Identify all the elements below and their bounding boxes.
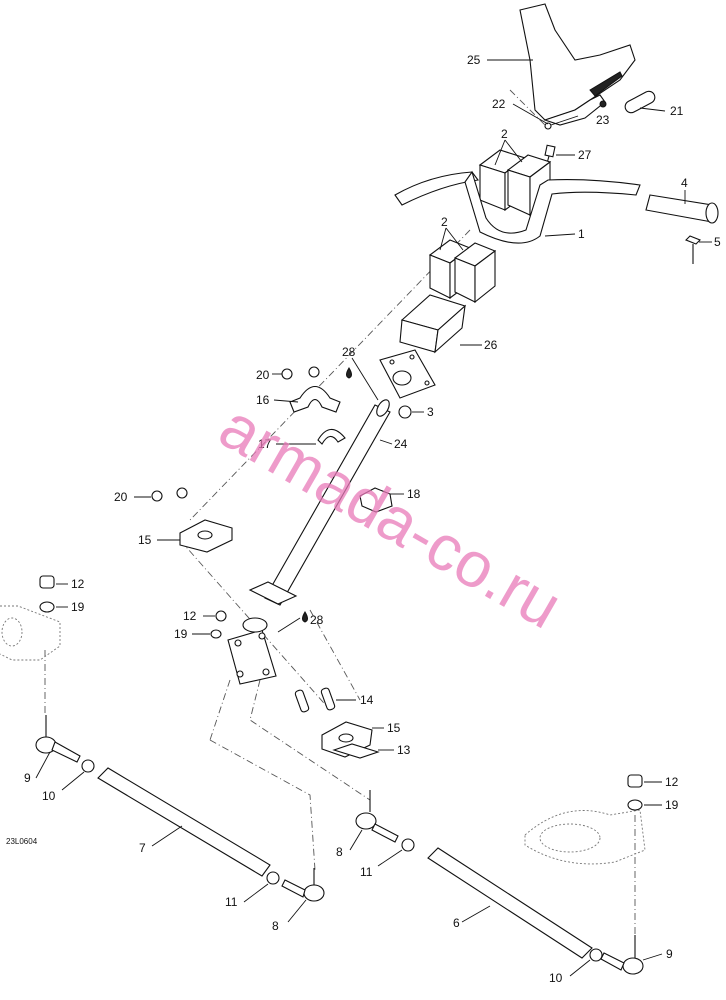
part-27-bolt [542, 144, 575, 179]
callout-3: 3 [427, 405, 434, 419]
callout-15-upper: 15 [138, 533, 152, 547]
callout-15-lower: 15 [387, 721, 401, 735]
callout-8-lower: 8 [272, 919, 279, 933]
callout-10-left: 10 [42, 789, 56, 803]
part-10-nut-left [61, 759, 95, 791]
part-20-nuts-lower [134, 487, 188, 502]
callout-12-right: 12 [665, 775, 679, 789]
callout-labels: 25 22 23 21 2 27 4 1 5 2 26 28 20 16 3 1… [24, 53, 721, 985]
callout-9-right: 9 [666, 947, 673, 961]
callout-8-center: 8 [336, 845, 343, 859]
callout-20-lower: 20 [114, 490, 128, 504]
part-12-nut-mid [203, 610, 227, 622]
part-14-pins [294, 687, 356, 713]
callout-19-mid: 19 [174, 627, 188, 641]
column-lower-plate [227, 581, 298, 685]
drawing-code: 23L0604 [6, 837, 38, 846]
callout-12-left: 12 [71, 577, 85, 591]
part-19-washer-right [627, 799, 662, 811]
part-7-tie-rod-left [97, 767, 271, 877]
part-12-nut-left [39, 575, 68, 589]
part-28-grease-point-upper [346, 357, 379, 401]
callout-16: 16 [256, 393, 270, 407]
column-top-plate [379, 349, 436, 399]
part-20-nuts-upper [272, 366, 320, 380]
right-frame-bracket [524, 809, 646, 865]
part-12-nut-right [627, 774, 662, 788]
part-22-screw [512, 103, 579, 130]
watermark: armada-co.ru [208, 390, 574, 643]
callout-26: 26 [484, 338, 498, 352]
callout-21: 21 [670, 104, 684, 118]
part-25-handlebar-pad [487, 3, 636, 126]
part-19-washer-left [39, 601, 68, 613]
part-1-handlebar [394, 170, 641, 244]
callout-25: 25 [467, 53, 481, 67]
left-frame-bracket [0, 605, 61, 661]
part-16-upper-bearing-clamp [273, 385, 341, 413]
callout-14: 14 [360, 693, 374, 707]
callout-18: 18 [407, 487, 421, 501]
part-17-bushing [276, 428, 346, 445]
part-24-steering-column [264, 399, 393, 606]
callout-9-left: 9 [24, 771, 31, 785]
callout-5: 5 [714, 235, 721, 249]
callout-11-center: 11 [360, 865, 373, 879]
callout-20-upper: 20 [256, 368, 270, 382]
part-5-end-plug [685, 235, 712, 264]
callout-28-upper: 28 [342, 345, 356, 359]
part-8-tie-rod-end-lower [281, 868, 325, 923]
callout-27: 27 [578, 148, 592, 162]
callout-28-lower: 28 [310, 613, 324, 627]
callout-23: 23 [596, 113, 610, 127]
part-2-lower-handlebar-clamps [428, 227, 497, 304]
callout-7: 7 [139, 841, 146, 855]
part-6-tie-rod-right [427, 847, 593, 959]
part-18-column-bushing [359, 487, 404, 513]
part-23-nut [599, 100, 607, 108]
part-28-grease-point-lower [277, 611, 308, 633]
callout-22: 22 [492, 97, 506, 111]
callout-13: 13 [397, 743, 411, 757]
part-11-nut-center [377, 838, 415, 867]
part-21-ribbed-grip-piece [624, 90, 666, 114]
callout-11-left: 11 [225, 895, 238, 909]
part-3-nut [398, 405, 424, 419]
callout-17: 17 [258, 437, 272, 451]
part-26-riser-bracket [399, 294, 482, 354]
callout-19-right: 19 [665, 798, 679, 812]
callout-1: 1 [578, 227, 585, 241]
part-10-nut-right [569, 948, 603, 977]
part-15-upper-support [157, 519, 233, 553]
part-9-tie-rod-end-right [600, 935, 663, 975]
part-4-handlebar-grip [645, 190, 719, 224]
callout-6: 6 [453, 916, 460, 930]
callout-24: 24 [394, 437, 408, 451]
part-19-washer-mid [192, 629, 222, 639]
part-13-retainer-plate [332, 743, 394, 759]
part-9-tie-rod-end-left [35, 715, 81, 779]
part-11-nut-left [243, 871, 280, 903]
callout-19-left: 19 [71, 600, 85, 614]
callout-12-mid: 12 [183, 609, 197, 623]
callout-2-lower: 2 [441, 215, 448, 229]
part-8-tie-rod-end-center [349, 790, 399, 851]
callout-2-upper: 2 [501, 127, 508, 141]
callout-10-right: 10 [549, 971, 563, 985]
callout-4: 4 [681, 176, 688, 190]
